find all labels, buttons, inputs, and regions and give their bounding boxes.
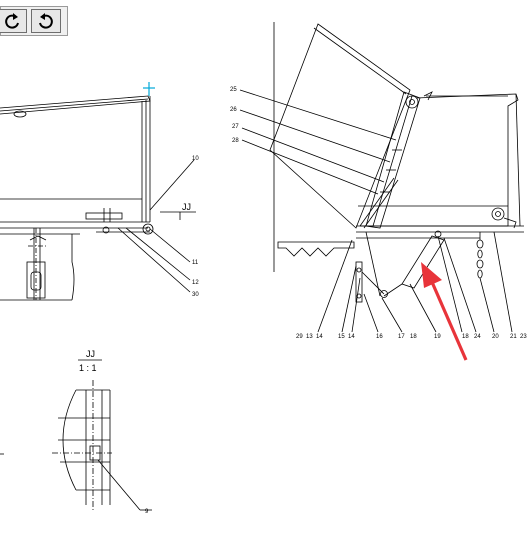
section-view-jj: [0, 359, 152, 511]
section-title: JJ: [86, 349, 95, 359]
section-mark: JJ: [182, 202, 191, 212]
callout-21: 21: [510, 334, 517, 340]
callout-24: 24: [474, 334, 481, 340]
callout-17: 17: [398, 334, 405, 340]
callout-14a: 14: [316, 334, 323, 340]
undo-button[interactable]: [31, 9, 61, 33]
toolbar: [0, 6, 68, 36]
callout-18b: 18: [462, 334, 469, 340]
section-scale: 1 : 1: [79, 363, 97, 373]
callout-12: 12: [192, 280, 199, 286]
callout-20: 20: [492, 334, 499, 340]
callout-23: 23: [520, 334, 527, 340]
callout-27: 27: [232, 124, 239, 130]
callout-19: 19: [434, 334, 441, 340]
callout-14b: 14: [348, 334, 355, 340]
redo-icon: [5, 13, 19, 29]
undo-icon: [39, 13, 53, 29]
callout-13: 13: [306, 334, 313, 340]
callout-25: 25: [230, 87, 237, 93]
callout-18a: 18: [410, 334, 417, 340]
callout-9: 9: [145, 509, 149, 515]
left-body-view: [0, 82, 196, 301]
callout-10: 10: [192, 156, 199, 162]
callout-labels: 25 26 27 28 10 11 12 30 29 13 14 15 14 1…: [79, 87, 527, 515]
callout-15: 15: [338, 334, 345, 340]
right-body-view: [239, 22, 524, 333]
callout-11: 11: [192, 260, 199, 266]
callout-28: 28: [232, 138, 239, 144]
callout-30: 30: [192, 292, 199, 298]
callout-16: 16: [376, 334, 383, 340]
redo-button[interactable]: [0, 9, 27, 33]
callout-29: 29: [296, 334, 303, 340]
annotation-arrow: [421, 262, 468, 361]
callout-26: 26: [230, 107, 237, 113]
